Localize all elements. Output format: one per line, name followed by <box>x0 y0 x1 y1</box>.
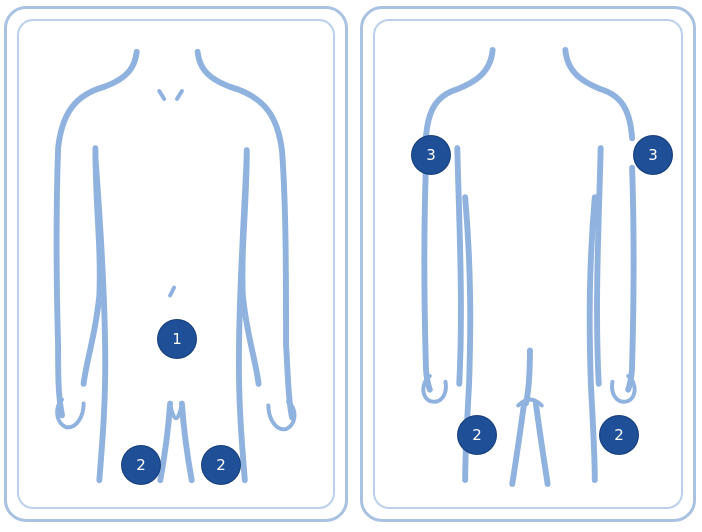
neck-right-line <box>198 52 231 87</box>
front-view-panel: 1 2 2 <box>4 6 348 522</box>
crotch-line <box>170 404 182 419</box>
back-right-inner-leg <box>536 403 548 484</box>
front-marker-2-right: 2 <box>202 446 240 484</box>
front-marker-1: 1 <box>158 320 196 358</box>
back-body-outline <box>363 9 693 519</box>
marker-label: 3 <box>426 146 436 164</box>
back-marker-3-left: 3 <box>412 136 450 174</box>
back-right-arm-inner <box>597 148 601 384</box>
back-right-arm-outer <box>628 168 633 390</box>
marker-label: 2 <box>216 456 226 474</box>
marker-label: 2 <box>136 456 146 474</box>
back-right-torso <box>590 197 595 480</box>
back-marker-3-right: 3 <box>634 136 672 174</box>
back-left-arm-inner <box>457 148 461 384</box>
back-view-panel: 3 3 2 2 <box>360 6 696 522</box>
back-neck-left <box>426 50 493 138</box>
navel-mark <box>170 288 174 296</box>
back-left-arm-outer <box>424 168 429 390</box>
back-marker-2-left: 2 <box>458 416 496 454</box>
back-neck-right <box>565 50 632 138</box>
collarbone-right-mark <box>177 91 182 99</box>
collarbone-left-mark <box>159 91 164 99</box>
front-marker-2-left: 2 <box>122 446 160 484</box>
back-marker-2-right: 2 <box>600 416 638 454</box>
marker-label: 2 <box>472 426 482 444</box>
front-body-outline <box>7 9 345 519</box>
marker-label: 2 <box>614 426 624 444</box>
left-inner-leg <box>160 404 170 481</box>
back-left-inner-leg <box>512 403 524 484</box>
back-crotch-line <box>518 400 542 406</box>
marker-label: 1 <box>172 330 182 348</box>
neck-left-line <box>103 52 136 87</box>
marker-label: 3 <box>648 146 658 164</box>
right-inner-leg <box>182 404 192 481</box>
gluteal-line <box>526 350 530 403</box>
